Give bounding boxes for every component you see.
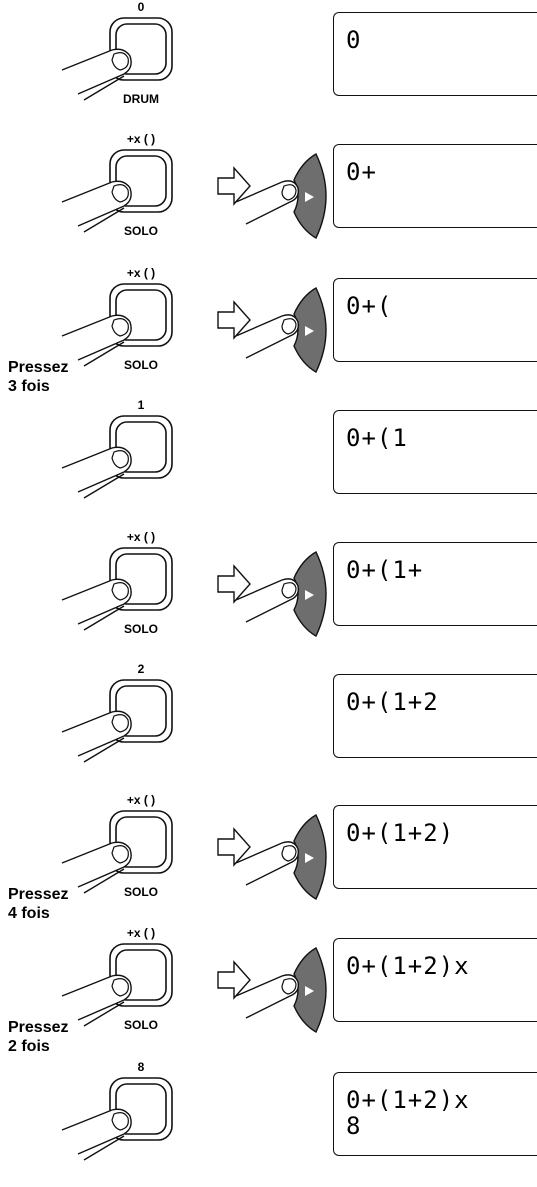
lcd-line-1: 0+(1+2)x: [346, 1086, 470, 1114]
button-top-label: +x ( ): [126, 266, 156, 280]
finger-press-icon: [60, 14, 180, 119]
button-bottom-label: SOLO: [123, 1018, 158, 1032]
button-top-label: +x ( ): [126, 132, 156, 146]
lcd-line-2: 8: [346, 1112, 362, 1140]
lcd-line-1: 0+(: [346, 292, 393, 320]
lcd-line-1: 0+(1+2): [346, 819, 455, 847]
lcd-line-1: 0+(1+: [346, 556, 424, 584]
encoder-dial-icon: [232, 813, 332, 908]
finger-press-icon: [60, 280, 180, 385]
finger-press-icon: [60, 146, 180, 251]
finger-press-icon: [60, 1074, 180, 1179]
button-top-label: +x ( ): [126, 793, 156, 807]
right-arrow-icon: [216, 564, 252, 609]
lcd-line-1: 0: [346, 26, 362, 54]
encoder-dial-icon: [232, 152, 332, 247]
encoder-dial-icon: [232, 286, 332, 381]
press-count-note: Pressez 3 fois: [8, 359, 69, 395]
right-arrow-icon: [216, 300, 252, 345]
button-bottom-label: SOLO: [123, 622, 158, 636]
encoder-dial-icon: [232, 946, 332, 1041]
button-top-label: +x ( ): [126, 926, 156, 940]
lcd-display: 0+(1+2)x: [333, 938, 537, 1022]
step-5: +x ( ) SOLO 0+(1+: [0, 530, 537, 657]
lcd-display: 0+: [333, 144, 537, 228]
lcd-line-1: 0+: [346, 158, 377, 186]
button-top-label: +x ( ): [126, 530, 156, 544]
finger-press-icon: [60, 807, 180, 912]
lcd-line-1: 0+(1+2)x: [346, 952, 470, 980]
button-bottom-label: SOLO: [123, 885, 158, 899]
encoder-dial-icon: [232, 550, 332, 645]
step-7: +x ( ) SOLO 0+(1+2) Pressez 4 fois: [0, 793, 537, 922]
lcd-line-1: 0+(1: [346, 424, 408, 452]
lcd-display: 0+(1: [333, 410, 537, 494]
button-top-label: 2: [137, 662, 145, 676]
lcd-display: 0+(: [333, 278, 537, 362]
step-6: 2 0+(1+2: [0, 662, 537, 789]
button-bottom-label: DRUM: [123, 92, 159, 106]
button-bottom-label: SOLO: [123, 358, 158, 372]
lcd-display: 0+(1+2): [333, 805, 537, 889]
step-3: +x ( ) SOLO 0+( Pressez 3 fois: [0, 266, 537, 395]
right-arrow-icon: [216, 960, 252, 1005]
finger-press-icon: [60, 412, 180, 517]
button-top-label: 1: [137, 398, 145, 412]
lcd-display: 0+(1+2: [333, 674, 537, 758]
button-top-label: 8: [137, 1060, 145, 1074]
step-4: 1 0+(1: [0, 398, 537, 525]
finger-press-icon: [60, 940, 180, 1045]
finger-press-icon: [60, 544, 180, 649]
step-2: +x ( ) SOLO 0+: [0, 132, 537, 259]
lcd-display: 0+(1+: [333, 542, 537, 626]
right-arrow-icon: [216, 166, 252, 211]
lcd-display: 0: [333, 12, 537, 96]
step-1: 0 DRUM 0: [0, 0, 537, 127]
right-arrow-icon: [216, 827, 252, 872]
press-count-note: Pressez 4 fois: [8, 886, 69, 922]
finger-press-icon: [60, 676, 180, 781]
press-count-note: Pressez 2 fois: [8, 1019, 69, 1055]
lcd-line-1: 0+(1+2: [346, 688, 439, 716]
button-top-label: 0: [137, 0, 145, 14]
button-bottom-label: SOLO: [123, 224, 158, 238]
